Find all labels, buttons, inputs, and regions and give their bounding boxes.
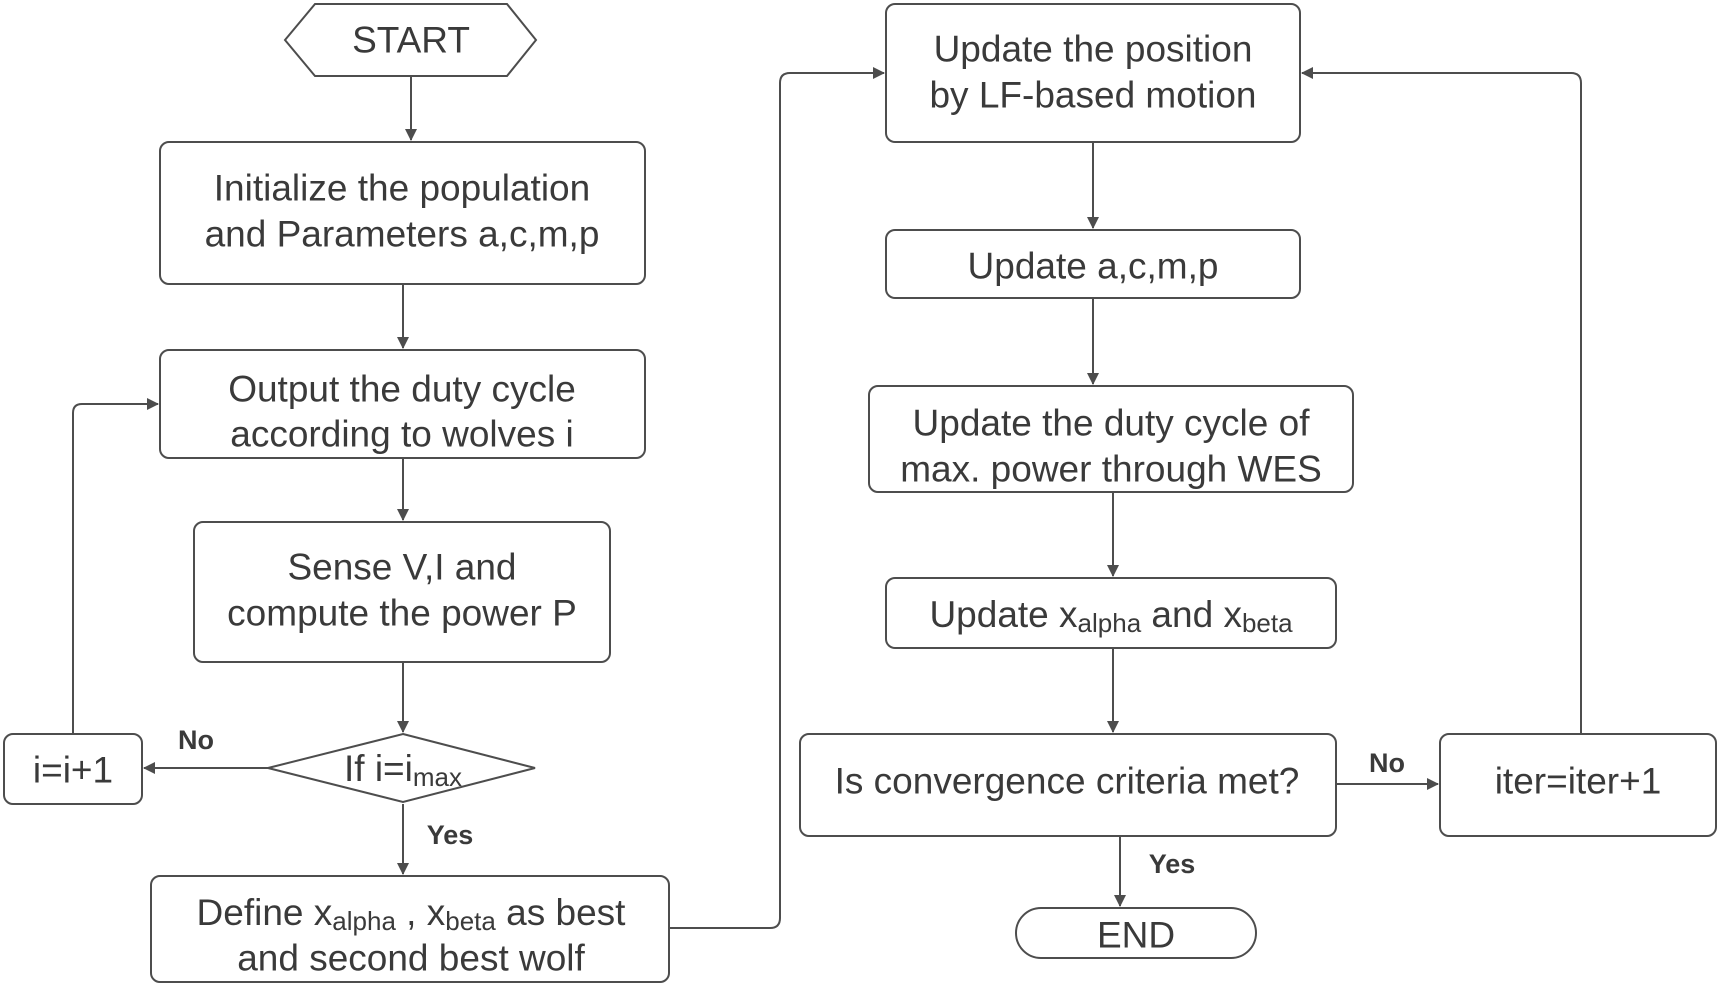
decision-imax-prefix: If i=i (344, 748, 413, 789)
end-label: END (1097, 915, 1175, 956)
decision-imax-node: If i=imax (267, 732, 536, 804)
update-best-sub-alpha: alpha (1078, 608, 1142, 638)
define-best-sub-alpha: alpha (332, 906, 396, 936)
branch-label-imax-no: No (178, 725, 214, 755)
init-node: Initialize the population and Parameters… (159, 141, 646, 285)
define-best-label-line1: Define xalpha , xbeta as best (197, 892, 627, 937)
output-duty-label-line1: Output the duty cycle (228, 369, 576, 410)
init-label-line2: and Parameters a,c,m,p (205, 214, 600, 255)
update-duty-label-line2: max. power through WES (900, 449, 1322, 490)
update-params-label: Update a,c,m,p (968, 246, 1219, 287)
edge-define-to-update-position (670, 67, 885, 929)
iter-node: iter=iter+1 (1439, 733, 1717, 837)
branch-label-conv-yes: Yes (1149, 849, 1196, 879)
update-best-sub-beta: beta (1242, 608, 1293, 638)
update-duty-node: Update the duty cycle of max. power thro… (868, 385, 1354, 493)
define-best-part2: , x (396, 892, 446, 933)
define-best-part3: as best (496, 892, 626, 933)
update-best-part2: and x (1141, 594, 1242, 635)
define-best-part1: Define x (197, 892, 333, 933)
iter-label: iter=iter+1 (1495, 761, 1662, 802)
sense-label-line1: Sense V,I and (287, 547, 516, 588)
update-position-label-line2: by LF-based motion (929, 75, 1256, 116)
edges (72, 67, 1582, 929)
edge-increment-loop-to-output (72, 398, 159, 734)
update-position-label-line1: Update the position (934, 29, 1253, 70)
init-label-line1: Initialize the population (214, 168, 590, 209)
decision-imax-sub: max (413, 762, 462, 792)
branch-label-conv-no: No (1369, 748, 1405, 778)
end-node: END (1015, 907, 1257, 959)
update-position-node: Update the position by LF-based motion (885, 3, 1301, 143)
define-best-node: Define xalpha , xbeta as best and second… (150, 875, 670, 983)
update-best-node: Update xalpha and xbeta (885, 577, 1337, 649)
sense-label-line2: compute the power P (227, 593, 577, 634)
define-best-sub-beta: beta (445, 906, 496, 936)
increment-i-node: i=i+1 (3, 733, 143, 805)
edge-iter-loop-to-update-position (1301, 67, 1582, 734)
output-duty-node: Output the duty cycle according to wolve… (159, 349, 646, 459)
update-best-label: Update xalpha and xbeta (929, 594, 1293, 639)
define-best-label-line2: and second best wolf (237, 938, 585, 979)
branch-label-imax-yes: Yes (427, 820, 474, 850)
update-duty-label-line1: Update the duty cycle of (913, 403, 1311, 444)
output-duty-label-line2: according to wolves i (230, 414, 573, 455)
increment-i-label: i=i+1 (33, 750, 113, 791)
convergence-node: Is convergence criteria met? (799, 733, 1337, 837)
decision-imax-label: If i=imax (344, 748, 462, 793)
convergence-label: Is convergence criteria met? (835, 761, 1300, 802)
update-best-part1: Update x (929, 594, 1078, 635)
start-node: START (283, 3, 538, 77)
sense-node: Sense V,I and compute the power P (193, 521, 611, 663)
update-params-node: Update a,c,m,p (885, 229, 1301, 299)
start-label: START (352, 20, 470, 61)
